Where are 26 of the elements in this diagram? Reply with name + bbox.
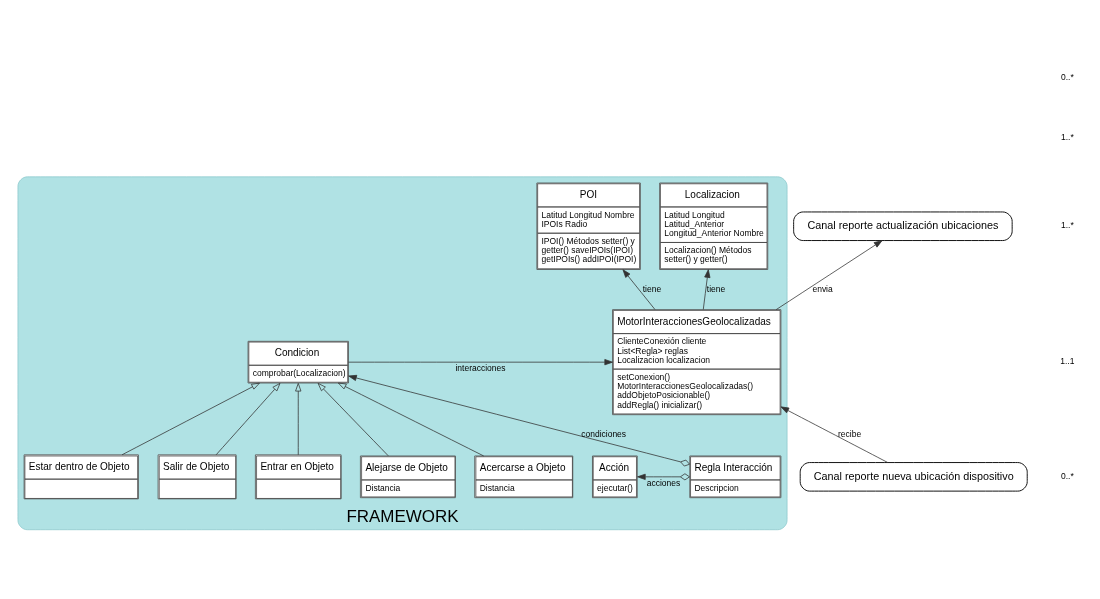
edge-label: envia bbox=[812, 283, 833, 294]
arrow bbox=[215, 382, 281, 455]
arrow bbox=[702, 268, 711, 310]
label: 1..* bbox=[1061, 219, 1074, 230]
arrow bbox=[348, 358, 613, 365]
arrow bbox=[622, 268, 656, 310]
arrow bbox=[295, 382, 302, 455]
arrow bbox=[337, 382, 485, 456]
edge-label: tiene bbox=[642, 283, 662, 294]
label: 0..* bbox=[1061, 71, 1074, 82]
edge-label: tiene bbox=[706, 283, 726, 294]
label: 1..1 bbox=[1060, 355, 1075, 366]
label: 0..* bbox=[1061, 470, 1074, 481]
edge-label: condiciones bbox=[581, 428, 627, 439]
arrow bbox=[780, 406, 889, 463]
arrow bbox=[637, 472, 690, 480]
arrow bbox=[317, 382, 389, 456]
label: 1..* bbox=[1061, 131, 1074, 142]
arrow bbox=[775, 239, 883, 310]
arrow bbox=[348, 374, 690, 466]
arrow bbox=[121, 382, 260, 455]
node-box: Canal reporte nueva ubicación dispositivo bbox=[799, 461, 1028, 492]
node-box: Canal reporte actualización ubicaciones bbox=[793, 211, 1013, 241]
edge-label: interacciones bbox=[455, 362, 506, 373]
edge-label: recibe bbox=[838, 428, 862, 439]
edge-label: acciones bbox=[646, 477, 681, 488]
